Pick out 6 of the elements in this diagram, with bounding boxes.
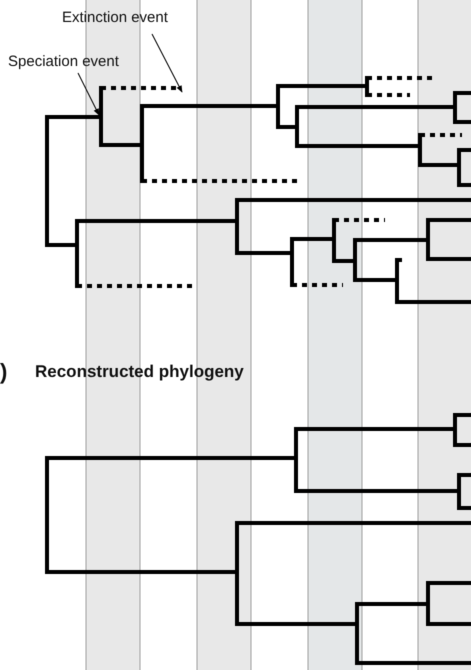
annotation-label: Extinction event [62, 9, 168, 26]
leader-arrow [78, 72, 100, 116]
panel-heading: Reconstructed phylogeny [35, 362, 244, 382]
annotation-label: Speciation event [8, 53, 119, 70]
panel-letter: ) [0, 359, 8, 385]
leader-arrow [152, 34, 182, 93]
